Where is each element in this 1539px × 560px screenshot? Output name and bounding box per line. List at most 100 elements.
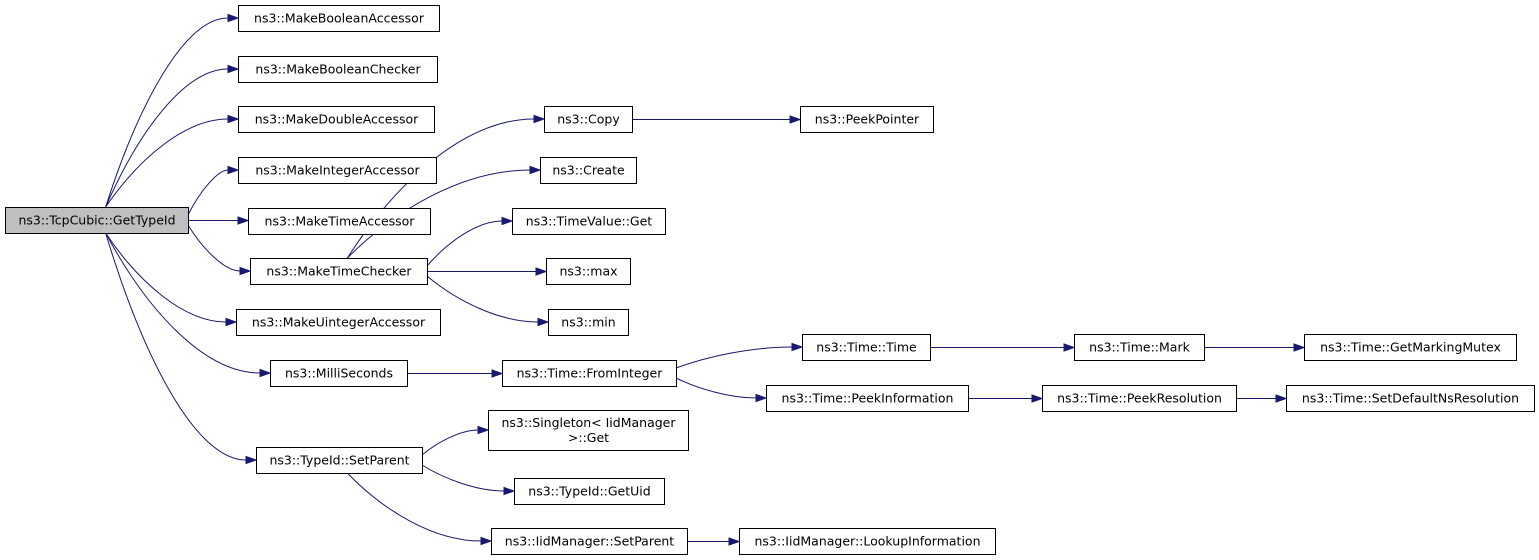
- arrow-head-icon: [480, 536, 493, 546]
- node-label: >::Get: [568, 430, 609, 445]
- node-box: [1074, 334, 1205, 361]
- edge-mark-getmutex: [1204, 343, 1306, 352]
- arrow-head-icon: [225, 317, 238, 327]
- edge-line: [346, 169, 531, 259]
- node-ttime[interactable]: ns3::Time::Time: [802, 334, 931, 361]
- edge-root-mba: [105, 13, 240, 208]
- node-box: [514, 478, 665, 505]
- edge-mtc-max: [427, 267, 548, 276]
- node-tsp[interactable]: ns3::TypeId::SetParent: [256, 447, 423, 474]
- node-box: [540, 157, 637, 184]
- edge-root-mda: [105, 114, 240, 208]
- arrow-head-icon: [529, 165, 542, 175]
- edge-line: [105, 232, 227, 323]
- node-create[interactable]: ns3::Create: [540, 157, 637, 184]
- node-box: [512, 208, 666, 235]
- node-mtc[interactable]: ns3::MakeTimeChecker: [250, 258, 428, 285]
- node-fromint[interactable]: ns3::Time::FromInteger: [502, 360, 677, 387]
- edge-root-mia: [187, 165, 240, 216]
- arrow-head-icon: [533, 114, 546, 124]
- node-label: ns3::Time::GetMarkingMutex: [1320, 340, 1501, 355]
- edge-root-tsp: [105, 232, 258, 465]
- node-mda[interactable]: ns3::MakeDoubleAccessor: [238, 106, 435, 133]
- node-tvget[interactable]: ns3::TimeValue::Get: [512, 208, 666, 235]
- node-box: [256, 447, 423, 474]
- node-root[interactable]: ns3::TcpCubic::GetTypeId: [5, 207, 189, 234]
- node-mark[interactable]: ns3::Time::Mark: [1074, 334, 1205, 361]
- node-peekptr[interactable]: ns3::PeekPointer: [800, 106, 934, 133]
- edge-mtc-tvget: [426, 216, 514, 267]
- node-mia[interactable]: ns3::MakeIntegerAccessor: [238, 157, 437, 184]
- node-label: ns3::Time::Time: [816, 340, 917, 355]
- node-peekinfo[interactable]: ns3::Time::PeekInformation: [766, 385, 969, 412]
- arrow-head-icon: [503, 486, 516, 496]
- node-mua[interactable]: ns3::MakeUintegerAccessor: [236, 309, 441, 336]
- edge-root-ms: [105, 232, 272, 378]
- node-mta[interactable]: ns3::MakeTimeAccessor: [248, 208, 431, 235]
- node-iidsp[interactable]: ns3::IidManager::SetParent: [491, 528, 688, 555]
- node-box: [544, 106, 633, 133]
- node-box: [250, 258, 428, 285]
- node-ms[interactable]: ns3::MilliSeconds: [270, 360, 408, 387]
- node-label: ns3::MakeIntegerAccessor: [255, 163, 420, 178]
- node-label: ns3::TcpCubic::GetTypeId: [18, 213, 175, 228]
- edge-peekres-setdefres: [1236, 394, 1288, 403]
- node-label: ns3::Copy: [557, 112, 620, 127]
- node-box: [5, 207, 189, 234]
- edge-line: [105, 118, 229, 208]
- edge-line: [675, 377, 757, 399]
- edge-mtc-copy: [346, 114, 546, 259]
- arrow-head-icon: [789, 115, 802, 124]
- node-box: [1042, 385, 1237, 412]
- edge-root-mbc: [105, 64, 240, 208]
- arrow-head-icon: [239, 266, 252, 276]
- node-box: [238, 56, 438, 83]
- edge-line: [426, 220, 503, 267]
- node-box: [491, 528, 688, 555]
- node-label: ns3::Time::PeekInformation: [782, 391, 954, 406]
- edge-peekinfo-peekres: [968, 394, 1044, 403]
- node-box: [802, 334, 931, 361]
- node-box: [739, 528, 996, 555]
- node-box: [236, 309, 441, 336]
- node-getuid[interactable]: ns3::TypeId::GetUid: [514, 478, 665, 505]
- node-label: ns3::MilliSeconds: [285, 366, 393, 381]
- node-peekres[interactable]: ns3::Time::PeekResolution: [1042, 385, 1237, 412]
- node-label: ns3::TypeId::GetUid: [528, 484, 650, 499]
- edge-line: [187, 169, 229, 216]
- arrow-head-icon: [1063, 343, 1076, 352]
- arrow-head-icon: [728, 537, 741, 546]
- arrow-head-icon: [245, 455, 258, 465]
- node-min[interactable]: ns3::min: [548, 309, 629, 336]
- node-setdefres[interactable]: ns3::Time::SetDefaultNsResolution: [1286, 385, 1535, 412]
- node-getmutex[interactable]: ns3::Time::GetMarkingMutex: [1304, 334, 1517, 361]
- edge-line: [105, 232, 247, 461]
- node-label: ns3::Singleton< IidManager: [501, 415, 676, 430]
- node-label: ns3::Time::PeekResolution: [1057, 391, 1222, 406]
- node-box: [238, 5, 440, 32]
- node-label: ns3::TimeValue::Get: [526, 214, 653, 229]
- node-mba[interactable]: ns3::MakeBooleanAccessor: [238, 5, 440, 32]
- arrow-head-icon: [1031, 394, 1044, 403]
- node-box: [248, 208, 431, 235]
- node-label: ns3::MakeBooleanChecker: [255, 62, 421, 77]
- node-label: ns3::min: [561, 315, 615, 330]
- arrow-head-icon: [227, 13, 240, 23]
- node-max[interactable]: ns3::max: [546, 258, 631, 285]
- node-box: [270, 360, 408, 387]
- edge-line: [105, 68, 229, 208]
- node-singget[interactable]: ns3::Singleton< IidManager>::Get: [488, 410, 689, 451]
- node-box: [1304, 334, 1517, 361]
- edge-ms-fromint: [407, 369, 504, 378]
- arrow-head-icon: [1293, 343, 1306, 352]
- node-copy[interactable]: ns3::Copy: [544, 106, 633, 133]
- arrow-head-icon: [227, 64, 240, 74]
- edge-line: [105, 232, 261, 374]
- edge-mtc-create: [346, 165, 542, 259]
- node-lookup[interactable]: ns3::IidManager::LookupInformation: [739, 528, 996, 555]
- node-box: [800, 106, 934, 133]
- node-label: ns3::PeekPointer: [815, 112, 920, 127]
- node-label: ns3::Create: [552, 163, 625, 178]
- node-mbc[interactable]: ns3::MakeBooleanChecker: [238, 56, 438, 83]
- node-box: [766, 385, 969, 412]
